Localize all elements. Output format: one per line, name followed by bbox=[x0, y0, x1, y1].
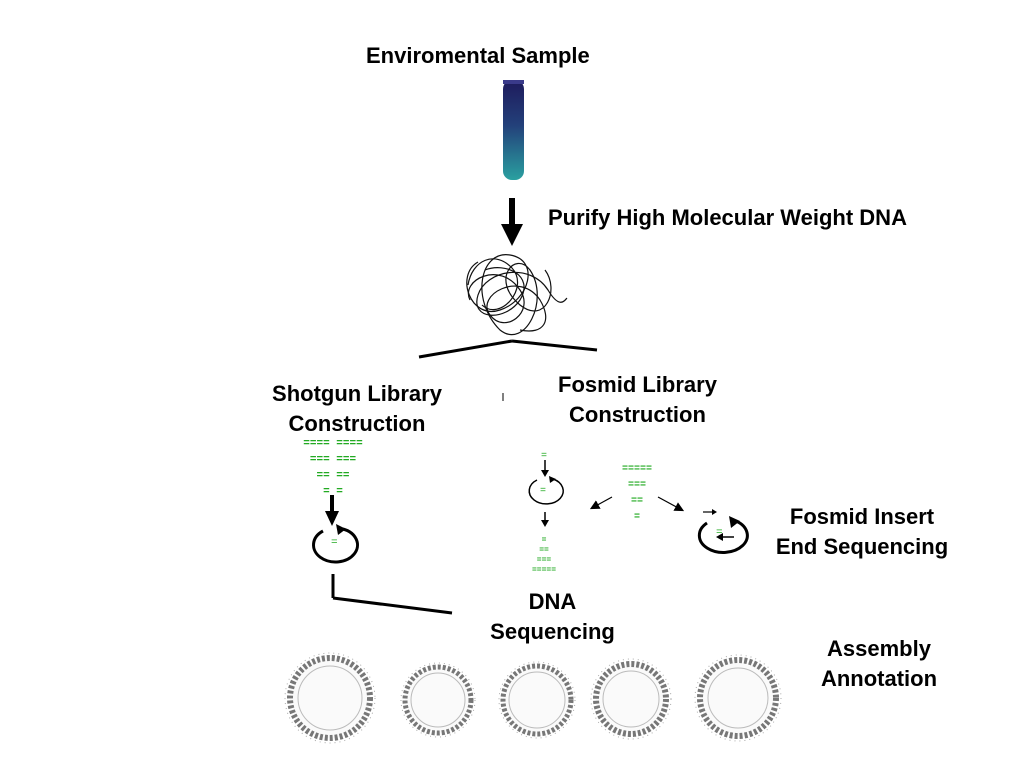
circular-genome-map-icon bbox=[694, 654, 782, 742]
end-seq-label-line2: End Sequencing bbox=[775, 534, 949, 559]
right-diagonal-arrow-icon bbox=[657, 496, 685, 512]
dna-fragment-row: ===== bbox=[622, 464, 652, 475]
assembly-annotation-label: Assembly Annotation bbox=[800, 634, 958, 694]
shotgun-label-line1: Shotgun Library bbox=[272, 381, 442, 406]
shotgun-down-arrow-icon bbox=[325, 495, 339, 526]
dna-fragment-row: ===== bbox=[532, 566, 556, 575]
end-seq-label-line1: Fosmid Insert bbox=[789, 504, 935, 529]
dna-fragment-row: == bbox=[539, 546, 549, 555]
fosmid-top-arrow-icon bbox=[541, 460, 549, 477]
dna-tangle-icon bbox=[466, 254, 568, 336]
dna-fragment-row: = bbox=[634, 512, 640, 523]
shotgun-library-label: Shotgun Library Construction bbox=[252, 379, 462, 439]
dna-fragment-row: === bbox=[537, 556, 552, 565]
assembly-label-line2: Annotation bbox=[820, 666, 938, 691]
dna-fragment-row: === === bbox=[310, 454, 357, 466]
circular-genome-map-icon bbox=[590, 658, 672, 740]
dna-seq-label-line2: Sequencing bbox=[490, 619, 615, 644]
assembly-label-line1: Assembly bbox=[827, 636, 931, 661]
fosmid-end-sequencing-label: Fosmid Insert End Sequencing bbox=[757, 502, 967, 562]
dna-fragment-row: == == bbox=[316, 470, 349, 482]
fosmid-library-label: Fosmid Library Construction bbox=[535, 370, 740, 430]
end-read-arrows-icon bbox=[703, 509, 734, 541]
dna-fragment-row: == bbox=[631, 496, 643, 507]
end-seq-insert-fragment: = bbox=[716, 527, 723, 539]
fosmid-label-line2: Construction bbox=[569, 402, 706, 427]
sequencing-fragments: =========== bbox=[532, 536, 556, 575]
fosmid-vector-icon bbox=[528, 476, 564, 505]
circular-vector-icon bbox=[312, 524, 359, 564]
fosmid-label-line1: Fosmid Library bbox=[558, 372, 717, 397]
dna-fragment-row: = bbox=[542, 536, 547, 545]
fosmid-circle-fragment: = bbox=[540, 486, 546, 497]
dna-sequencing-label: DNA Sequencing bbox=[470, 587, 635, 647]
dna-fragment-row: === bbox=[628, 480, 646, 491]
purify-dna-label: Purify High Molecular Weight DNA bbox=[548, 205, 907, 230]
left-diagonal-arrow-icon bbox=[589, 496, 613, 510]
dna-seq-label-line1: DNA bbox=[528, 589, 577, 614]
fosmid-top-fragment: = bbox=[541, 451, 547, 462]
circular-genome-map-icon bbox=[284, 652, 376, 744]
circular-genome-map-icon bbox=[498, 661, 576, 739]
end-sequencing-vector-icon bbox=[697, 516, 749, 554]
test-tube-icon bbox=[503, 80, 524, 180]
dna-fragment-row: = = bbox=[323, 486, 343, 498]
environmental-sample-label: Enviromental Sample bbox=[366, 43, 590, 68]
branch-lines bbox=[418, 339, 598, 359]
circular-genome-map-icon bbox=[400, 662, 476, 738]
down-arrow-icon bbox=[501, 198, 523, 246]
fosmid-down-arrow-icon bbox=[541, 512, 549, 527]
dna-fragment-row: ==== ==== bbox=[303, 438, 363, 450]
genome-maps bbox=[284, 652, 782, 744]
shotgun-fragments: ==== ==== === === == == = = bbox=[303, 438, 363, 498]
shotgun-connector-line bbox=[331, 574, 453, 615]
fosmid-fragments: =========== bbox=[622, 464, 652, 523]
vector-insert-fragment: = bbox=[331, 537, 338, 549]
shotgun-label-line2: Construction bbox=[288, 411, 426, 436]
